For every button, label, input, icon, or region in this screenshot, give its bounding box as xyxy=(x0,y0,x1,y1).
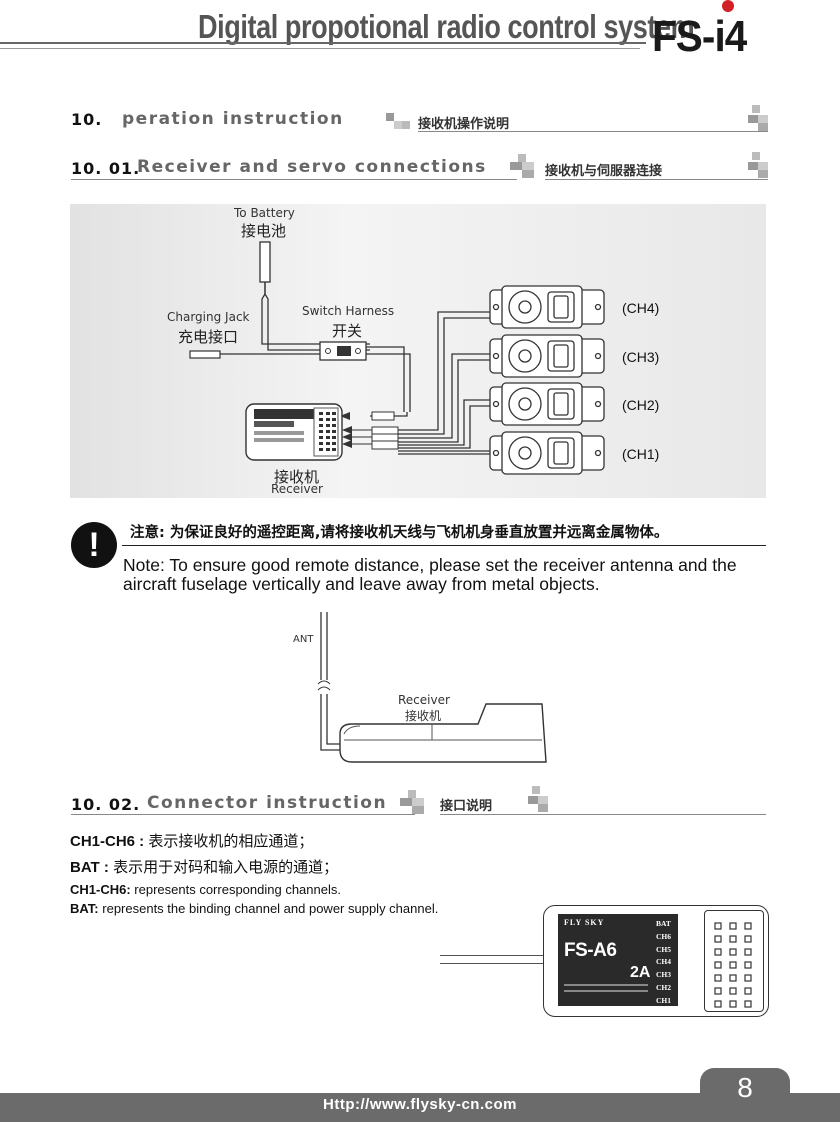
warning-icon: ! xyxy=(71,522,117,568)
section-2-title-cn: 接口说明 xyxy=(440,799,493,814)
logo-red-dot xyxy=(722,0,734,12)
footer-url[interactable]: Http://www.flysky-cn.com xyxy=(323,1096,517,1113)
receiver-model: FS-A6 xyxy=(564,940,617,961)
section-main-title: peration instruction xyxy=(122,109,344,129)
page-number-tab xyxy=(700,1068,790,1122)
antenna-receiver-label-cn: 接收机 xyxy=(405,709,442,723)
receiver-port-block xyxy=(704,910,764,1012)
receiver-brand: FLY SKY xyxy=(564,918,605,927)
connection-diagram: To Battery 接电池 Charging Jack 充电接口 Switch… xyxy=(70,204,766,498)
port-label-ch4: CH4 xyxy=(656,957,671,967)
section-2-square-icon xyxy=(400,790,424,814)
section-2-title: Connector instruction xyxy=(147,793,388,813)
servo-ch4 xyxy=(489,285,605,329)
port-label-ch1: CH1 xyxy=(656,995,671,1005)
switch-harness-label: Switch Harness xyxy=(302,304,395,318)
section-main-number: 10. xyxy=(71,110,103,129)
header-title: Digital propotional radio control system xyxy=(198,8,695,45)
connector-bat-line-en: BAT: represents the binding channel and … xyxy=(70,901,438,916)
page-number: 8 xyxy=(737,1072,753,1103)
receiver-illustration: FLY SKY FS-A6 2A BAT CH6 CH5 CH4 CH3 CH2… xyxy=(543,905,769,1017)
note-text-en: Note: To ensure good remote distance, pl… xyxy=(123,555,737,594)
channel-label-ch1: (CH1) xyxy=(622,446,660,462)
antenna-diagram xyxy=(317,612,547,763)
switch-harness-label-cn: 开关 xyxy=(332,322,363,340)
port-label-ch2: CH2 xyxy=(656,982,671,992)
section-1-square-icon xyxy=(510,154,534,178)
port-label-ch5: CH5 xyxy=(656,944,671,954)
note-rule xyxy=(122,545,766,546)
charging-jack-label: Charging Jack xyxy=(167,310,250,324)
connector-ch-key: CH1-CH6 : xyxy=(70,833,145,850)
receiver-label-cn: 接收机 xyxy=(274,468,320,486)
channel-label-ch4: (CH4) xyxy=(622,300,660,316)
header-model: FS-i4 xyxy=(652,12,747,61)
antenna-receiver-label: Receiver xyxy=(398,693,450,707)
antenna-label: ANT xyxy=(293,634,314,645)
receiver-antenna-wire-bottom xyxy=(440,963,544,964)
port-label-bat: BAT xyxy=(656,919,671,928)
receiver-badge: 2A xyxy=(630,964,651,981)
servo-ch3 xyxy=(489,334,605,378)
charging-jack-label-cn: 充电接口 xyxy=(178,328,239,346)
connector-bat-key-en: BAT: xyxy=(70,901,99,916)
receiver-sticker-stripe-2 xyxy=(564,990,648,992)
note-text-cn: 注意: 为保证良好的遥控距离,请将接收机天线与飞机机身垂直放置并远离金属物体。 xyxy=(130,525,669,541)
receiver-sticker-stripe xyxy=(564,984,648,986)
section-main-rule xyxy=(418,131,768,132)
servo-ch2 xyxy=(489,382,605,426)
servo-ch1 xyxy=(489,431,605,475)
section-2-rule-left xyxy=(71,814,415,815)
section-1-rule-right xyxy=(545,179,768,180)
battery-label-cn: 接电池 xyxy=(241,222,287,240)
section-1-title: Receiver and servo connections xyxy=(137,157,487,177)
section-1-rule-left xyxy=(71,179,517,180)
section-1-title-cn: 接收机与伺服器连接 xyxy=(545,164,663,179)
section-main-title-cn: 接收机操作说明 xyxy=(418,117,510,132)
connector-ch-desc-en: represents corresponding channels. xyxy=(134,882,341,897)
port-label-ch3: CH3 xyxy=(656,970,671,980)
section-1-number: 10. 01. xyxy=(71,159,141,178)
connector-ch-key-en: CH1-CH6: xyxy=(70,882,131,897)
port-label-ch6: CH6 xyxy=(656,931,671,941)
header-rule-thin xyxy=(0,48,640,49)
battery-label: To Battery xyxy=(234,206,295,220)
header-rule xyxy=(0,42,646,44)
connector-bat-desc-en: represents the binding channel and power… xyxy=(102,901,439,916)
receiver-antenna-wire-top xyxy=(440,955,544,956)
section-2-rule-right xyxy=(440,814,766,815)
section-1-corner-icon xyxy=(748,152,768,178)
connector-ch-desc-cn: 表示接收机的相应通道； xyxy=(148,833,314,850)
channel-label-ch2: (CH2) xyxy=(622,397,660,413)
section-2-number: 10. 02. xyxy=(71,795,141,814)
receiver-port-labels: BAT CH6 CH5 CH4 CH3 CH2 CH1 xyxy=(654,914,678,1006)
connector-bat-key: BAT : xyxy=(70,859,109,876)
section-2-corner-icon xyxy=(528,786,548,812)
section-main-corner-icon xyxy=(748,105,768,131)
receiver-label: Receiver xyxy=(271,482,323,496)
connection-diagram-svg xyxy=(189,241,605,475)
connector-bat-desc-cn: 表示用于对码和输入电源的通道； xyxy=(113,859,339,876)
connector-bat-line-cn: BAT : 表示用于对码和输入电源的通道； xyxy=(70,856,338,877)
connector-ch-line-cn: CH1-CH6 : 表示接收机的相应通道； xyxy=(70,830,313,851)
section-main-square-icon xyxy=(386,113,410,131)
connector-ch-line-en: CH1-CH6: represents corresponding channe… xyxy=(70,882,341,897)
receiver-pins xyxy=(714,922,752,1008)
channel-label-ch3: (CH3) xyxy=(622,349,660,365)
